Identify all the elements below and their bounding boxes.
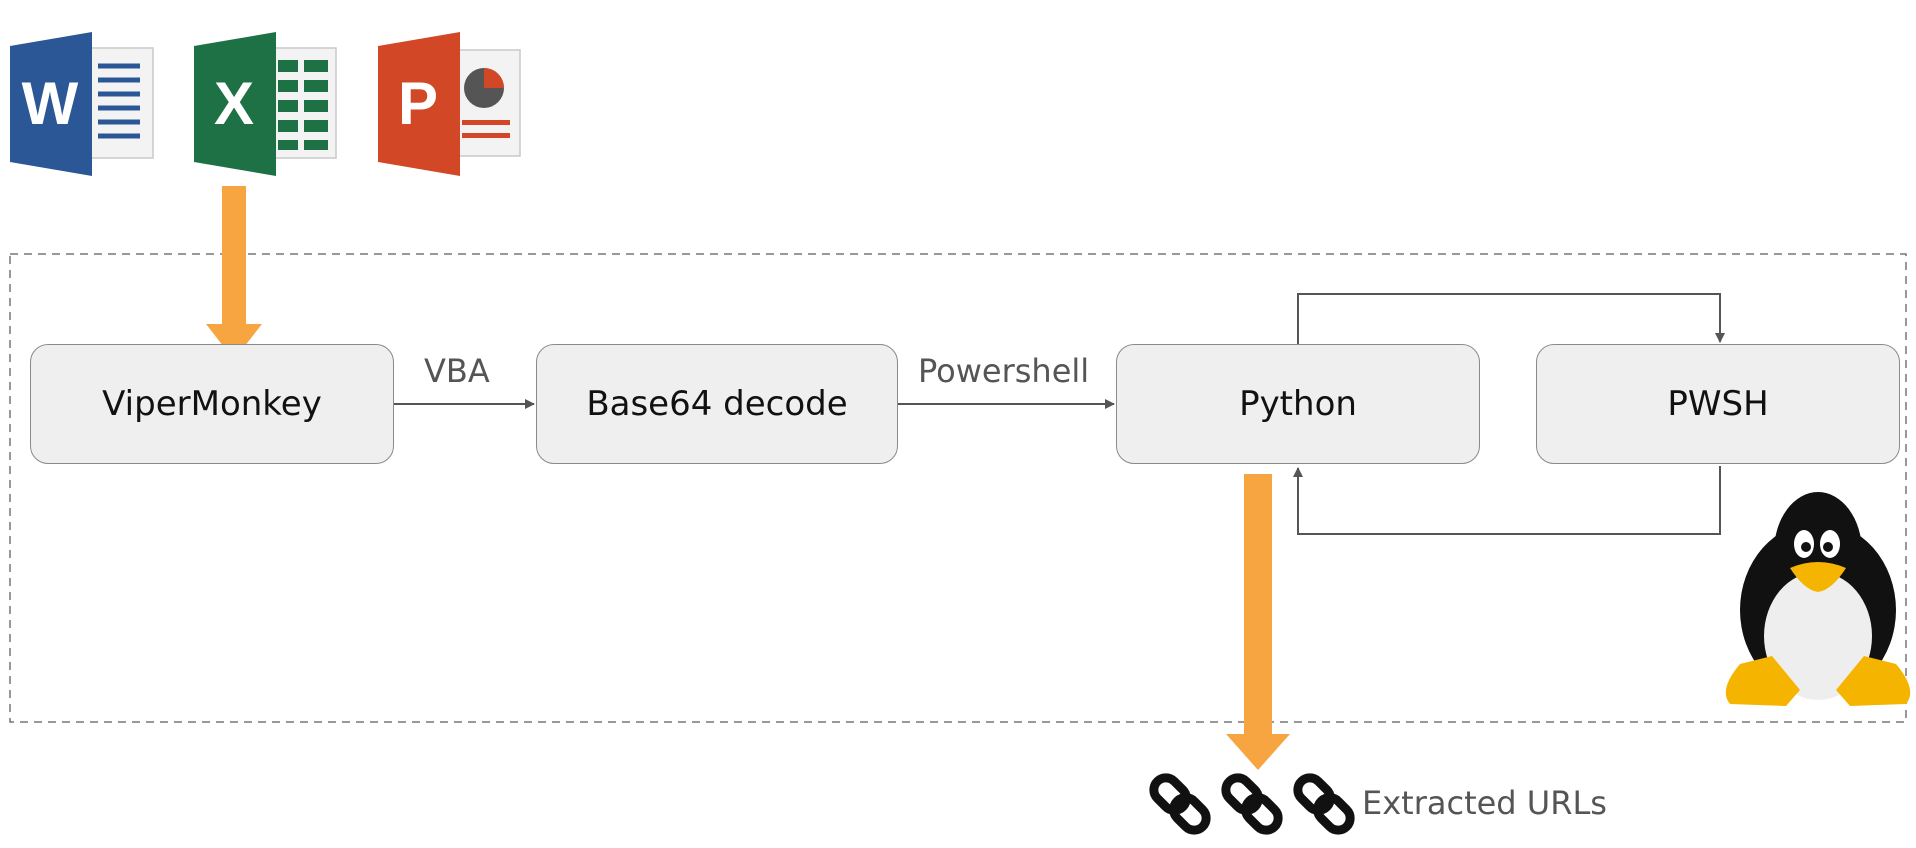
word-icon: W <box>10 32 154 176</box>
node-pwsh-label: PWSH <box>1667 384 1769 424</box>
powerpoint-icon: P <box>378 32 521 176</box>
edge-python-to-pwsh <box>1297 293 1725 344</box>
svg-text:P: P <box>398 70 438 137</box>
node-base64-decode: Base64 decode <box>536 344 898 464</box>
input-arrow <box>206 186 262 360</box>
linux-container <box>9 253 1907 723</box>
edge-pwsh-to-python <box>1293 466 1721 535</box>
node-python: Python <box>1116 344 1480 464</box>
svg-text:W: W <box>22 70 79 137</box>
output-arrow <box>1226 474 1290 770</box>
node-python-label: Python <box>1239 384 1357 424</box>
tux-penguin-icon <box>1725 492 1911 706</box>
node-vipermonkey: ViperMonkey <box>30 344 394 464</box>
svg-text:X: X <box>214 70 254 137</box>
excel-icon: X <box>194 32 337 176</box>
node-vipermonkey-label: ViperMonkey <box>102 384 322 424</box>
edge-label-powershell: Powershell <box>918 352 1090 390</box>
node-base64-label: Base64 decode <box>586 384 848 424</box>
extracted-urls-label: Extracted URLs <box>1362 784 1607 822</box>
chain-link-icon <box>1149 773 1355 835</box>
edge-label-vba: VBA <box>424 352 490 390</box>
node-pwsh: PWSH <box>1536 344 1900 464</box>
